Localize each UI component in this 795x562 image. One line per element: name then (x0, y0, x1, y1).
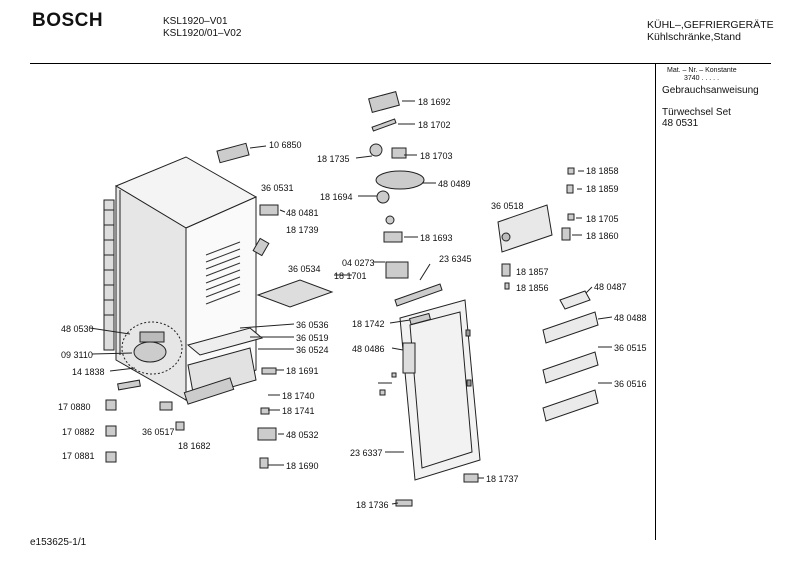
part-label-181702: 18 1702 (418, 120, 451, 130)
part-label-181859: 18 1859 (586, 184, 619, 194)
mat-value: 3740 . . . . . (684, 75, 720, 82)
part-label-181682: 18 1682 (178, 441, 211, 451)
part-label-360515: 36 0515 (614, 343, 647, 353)
part-label-480530: 48 0530 (61, 324, 94, 334)
part-label-360534: 36 0534 (288, 264, 321, 274)
part-label-360518: 36 0518 (491, 201, 524, 211)
door-drawing (399, 299, 481, 481)
part-label-181701: 18 1701 (334, 271, 367, 281)
sidebar-divider (655, 64, 656, 540)
part-label-181735: 18 1735 (317, 154, 350, 164)
brand-logo: BOSCH (32, 10, 104, 31)
part-label-480532: 48 0532 (286, 430, 319, 440)
sidebar-item-door-kit: Türwechsel Set (662, 107, 731, 118)
sidebar-item-door-kit-number: 48 0531 (662, 118, 699, 129)
small-parts-drawing (105, 91, 575, 507)
part-label-181703: 18 1703 (420, 151, 453, 161)
condenser-drawing (103, 199, 115, 351)
part-label-480481: 48 0481 (286, 208, 319, 218)
part-label-141838: 14 1838 (72, 367, 105, 377)
part-label-360519: 36 0519 (296, 333, 329, 343)
part-label-181694: 18 1694 (320, 192, 353, 202)
part-label-480487: 48 0487 (594, 282, 627, 292)
part-label-093110: 09 3110 (61, 350, 93, 360)
part-label-181705: 18 1705 (586, 214, 619, 224)
part-label-181856: 18 1856 (516, 283, 549, 293)
part-label-181741: 18 1741 (282, 406, 315, 416)
sidebar-item-manual: Gebrauchsanweisung (662, 85, 759, 96)
part-label-181690: 18 1690 (286, 461, 319, 471)
part-label-181740: 18 1740 (282, 391, 315, 401)
part-label-360531: 36 0531 (261, 183, 294, 193)
mat-header: Mat. – Nr. – Konstante (667, 67, 737, 74)
part-label-181736: 18 1736 (356, 500, 389, 510)
cabinet-drawing (114, 156, 264, 401)
part-label-181742: 18 1742 (352, 319, 385, 329)
part-label-181693: 18 1693 (420, 233, 453, 243)
part-label-181739: 18 1739 (286, 225, 319, 235)
part-label-181692: 18 1692 (418, 97, 451, 107)
part-label-106850: 10 6850 (269, 140, 302, 150)
freezer-door-drawing (497, 204, 553, 253)
part-label-360524: 36 0524 (296, 345, 329, 355)
part-label-236337: 23 6337 (350, 448, 383, 458)
glass-shelf-drawing (256, 279, 334, 308)
part-label-480489: 48 0489 (438, 179, 471, 189)
part-label-181860: 18 1860 (586, 231, 619, 241)
part-label-170880: 17 0880 (58, 402, 91, 412)
category-line-1: KÜHL–,GEFRIERGERÄTE (647, 19, 774, 31)
compressor-drawing (121, 321, 183, 375)
part-label-480488: 48 0488 (614, 313, 647, 323)
part-label-040273: 04 0273 (342, 258, 375, 268)
model-line-1: KSL1920–V01 (163, 16, 228, 27)
part-label-181691: 18 1691 (286, 366, 319, 376)
part-label-236345: 23 6345 (439, 254, 472, 264)
door-racks-drawing (542, 290, 599, 422)
document-code: e153625-1/1 (30, 537, 87, 548)
part-label-181858: 18 1858 (586, 166, 619, 176)
part-label-181857: 18 1857 (516, 267, 549, 277)
category-line-2: Kühlschränke,Stand (647, 31, 741, 43)
header-divider (30, 63, 771, 64)
part-label-170881: 17 0881 (62, 451, 95, 461)
part-label-360516: 36 0516 (614, 379, 647, 389)
part-label-480486: 48 0486 (352, 344, 385, 354)
part-label-170882: 17 0882 (62, 427, 95, 437)
part-label-181737: 18 1737 (486, 474, 519, 484)
model-line-2: KSL1920/01–V02 (163, 28, 242, 39)
part-label-360536: 36 0536 (296, 320, 329, 330)
part-label-360517: 36 0517 (142, 427, 175, 437)
leader-lines (89, 100, 613, 505)
